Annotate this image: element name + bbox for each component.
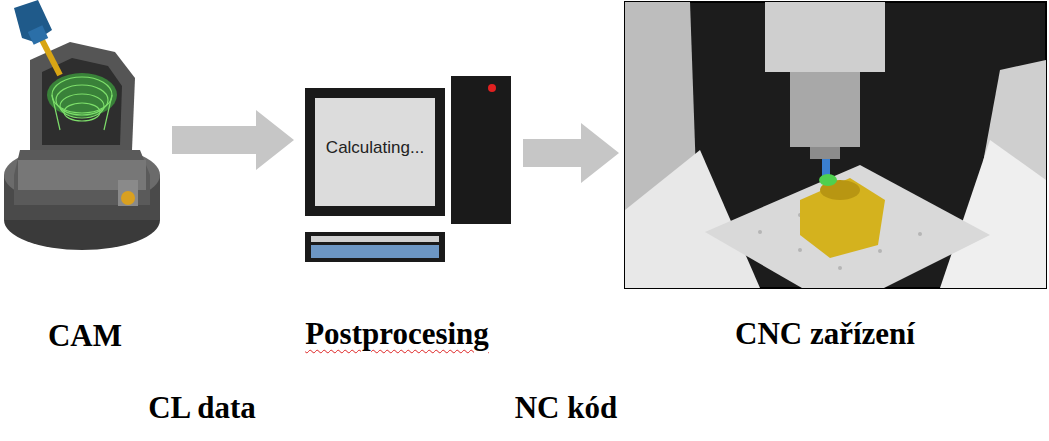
flow-arrow [523, 123, 619, 183]
cam-image: CAM [4, 2, 164, 252]
screen-text: Calculating... [326, 138, 424, 158]
cam-illustration [4, 0, 160, 250]
stage-caption: CAM [48, 318, 122, 354]
cnc-image: CNC zařízení [625, 2, 1046, 288]
flow-arrow [172, 110, 294, 170]
stage-caption: CNC zařízení [735, 316, 915, 352]
data-format-label: CL data [148, 390, 256, 426]
cnc-illustration [625, 2, 1046, 310]
stage-caption: Postprocesing [305, 316, 489, 352]
computer-image: Calculating...Postprocesing [300, 70, 515, 265]
computer-illustration [305, 76, 511, 262]
data-format-label: NC kód [515, 390, 618, 426]
